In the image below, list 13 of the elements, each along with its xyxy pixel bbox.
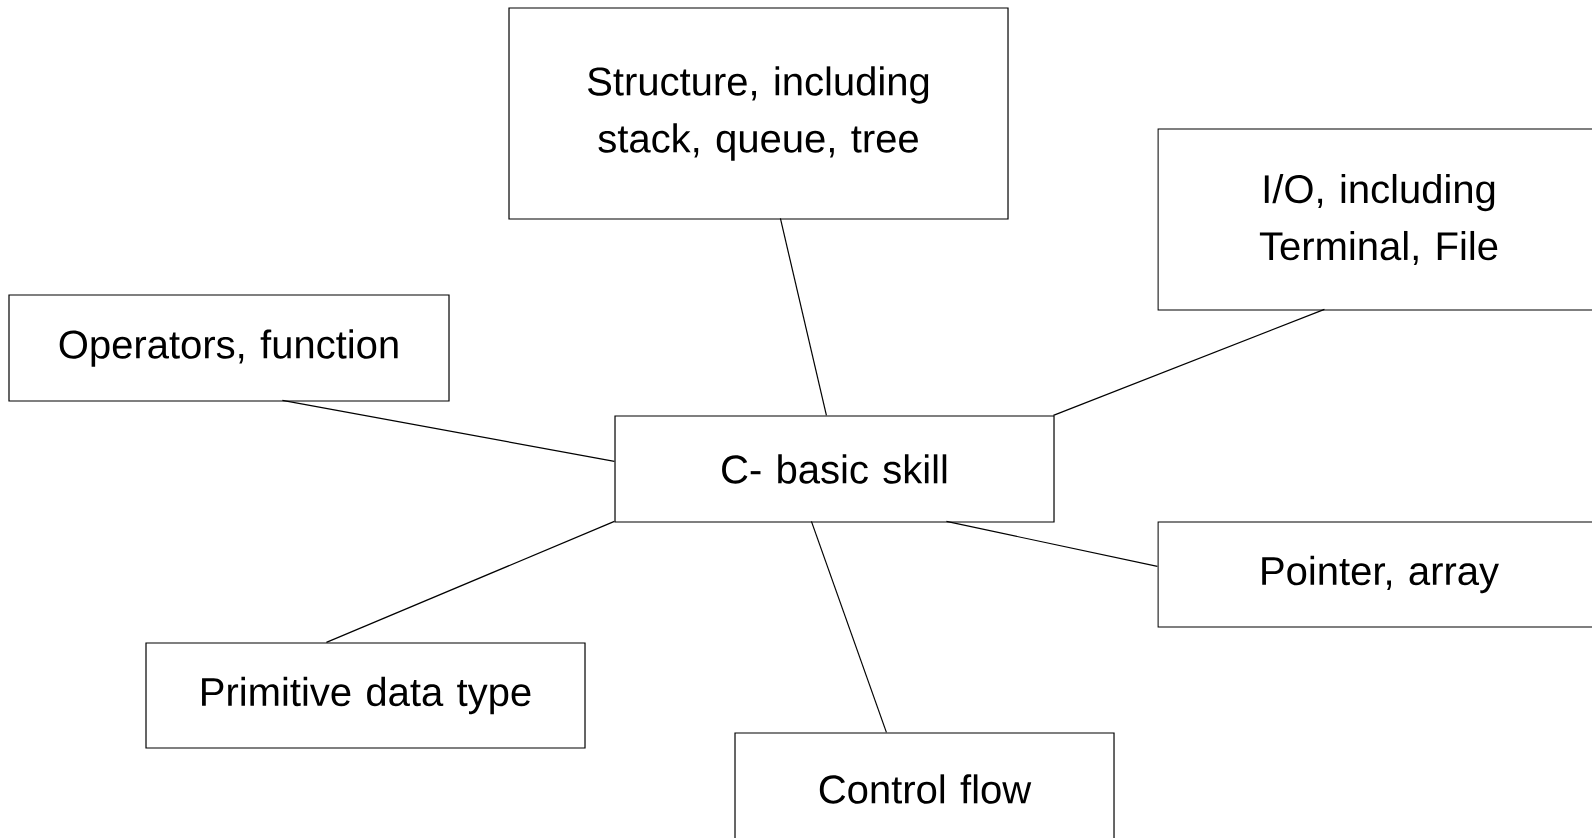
connector-line xyxy=(281,399,615,462)
connector-line xyxy=(779,217,827,416)
topic-box: I/O, including Terminal, File xyxy=(1157,128,1592,311)
topic-box: Control flow xyxy=(734,732,1115,838)
topic-box: Pointer, array xyxy=(1157,521,1592,628)
topic-box: Primitive data type xyxy=(145,642,586,749)
connector-line xyxy=(325,520,615,643)
topic-box: Structure, including stack, queue, tree xyxy=(508,7,1009,220)
connector-line xyxy=(1052,308,1325,416)
topic-box: Operators, function xyxy=(8,294,450,402)
topic-box: C- basic skill xyxy=(614,415,1055,523)
connector-line xyxy=(945,520,1158,567)
connector-line xyxy=(810,520,887,733)
